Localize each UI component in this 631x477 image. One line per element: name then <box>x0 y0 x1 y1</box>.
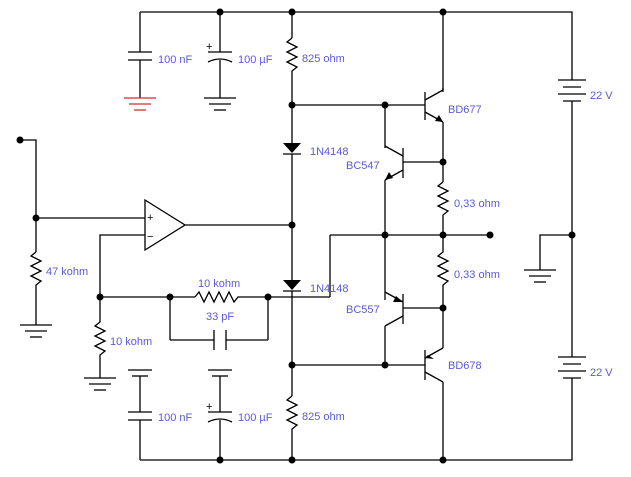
input-wire <box>20 139 145 252</box>
label-r-gnd: 10 kohm <box>110 336 152 348</box>
resistor-825-bottom <box>285 395 299 460</box>
resistor-emitter-bottom <box>436 235 450 308</box>
battery-bottom <box>558 356 586 379</box>
battery-top <box>558 79 586 357</box>
label-q-bd678: BD678 <box>448 360 482 372</box>
input-terminal <box>16 136 24 144</box>
ground-symbol-red <box>124 97 156 111</box>
capacitor-100uf-top <box>204 51 236 111</box>
label-r-emit-bot: 0,33 ohm <box>454 269 500 281</box>
label-c-bot-1: 100 nF <box>158 412 193 424</box>
label-r-bot: 825 ohm <box>302 411 345 423</box>
label-r-top: 825 ohm <box>302 53 345 65</box>
transistor-bc557 <box>384 291 443 365</box>
diode-1n4148-bottom <box>283 280 301 396</box>
label-q-bd677: BD677 <box>448 104 482 116</box>
feedback-network-wire <box>99 234 330 341</box>
resistor-47k <box>20 251 52 338</box>
resistor-825-top <box>285 37 299 105</box>
op-amp-plus: + <box>147 212 153 224</box>
bottom-supply-rail <box>139 378 573 461</box>
resistor-emitter-top <box>436 181 450 235</box>
label-r-fb: 10 kohm <box>198 278 240 290</box>
junction-dots <box>32 8 576 464</box>
label-batt-top: 22 V <box>590 90 613 102</box>
output-node <box>329 234 490 297</box>
label-r-emit-top: 0,33 ohm <box>454 198 500 210</box>
capacitor-100nf-top <box>128 51 152 98</box>
capacitor-33pf <box>213 330 227 350</box>
label-c-top-1: 100 nF <box>158 54 193 66</box>
resistor-10k-feedback <box>194 290 268 304</box>
transistor-bd677 <box>424 88 444 182</box>
label-q-bc547: BC547 <box>346 160 380 172</box>
capacitor-100uf-bottom <box>207 369 233 423</box>
label-batt-bot: 22 V <box>590 367 613 379</box>
bias-wire-top <box>292 104 425 148</box>
top-supply-rail <box>139 11 573 92</box>
output-terminal <box>486 231 494 239</box>
polarity-plus-top: + <box>206 41 212 53</box>
transistor-bc547 <box>384 145 443 300</box>
capacitor-100nf-bottom <box>128 369 152 421</box>
resistor-10k-ground <box>84 297 116 391</box>
label-r-in: 47 kohm <box>46 266 88 278</box>
transistor-bd678 <box>424 308 444 460</box>
polarity-plus-bottom: + <box>206 401 212 413</box>
label-d-bot: 1N4148 <box>310 283 349 295</box>
label-q-bc557: BC557 <box>346 304 380 316</box>
diode-1n4148-top <box>283 105 301 280</box>
ground-battery-mid <box>524 234 572 283</box>
op-amp <box>144 198 292 252</box>
op-amp-minus: − <box>147 231 153 243</box>
label-d-top: 1N4148 <box>310 146 349 158</box>
label-c-bot-2: 100 µF <box>238 412 273 424</box>
label-c-top-2: 100 µF <box>238 54 273 66</box>
label-c-fb: 33 pF <box>206 311 234 323</box>
